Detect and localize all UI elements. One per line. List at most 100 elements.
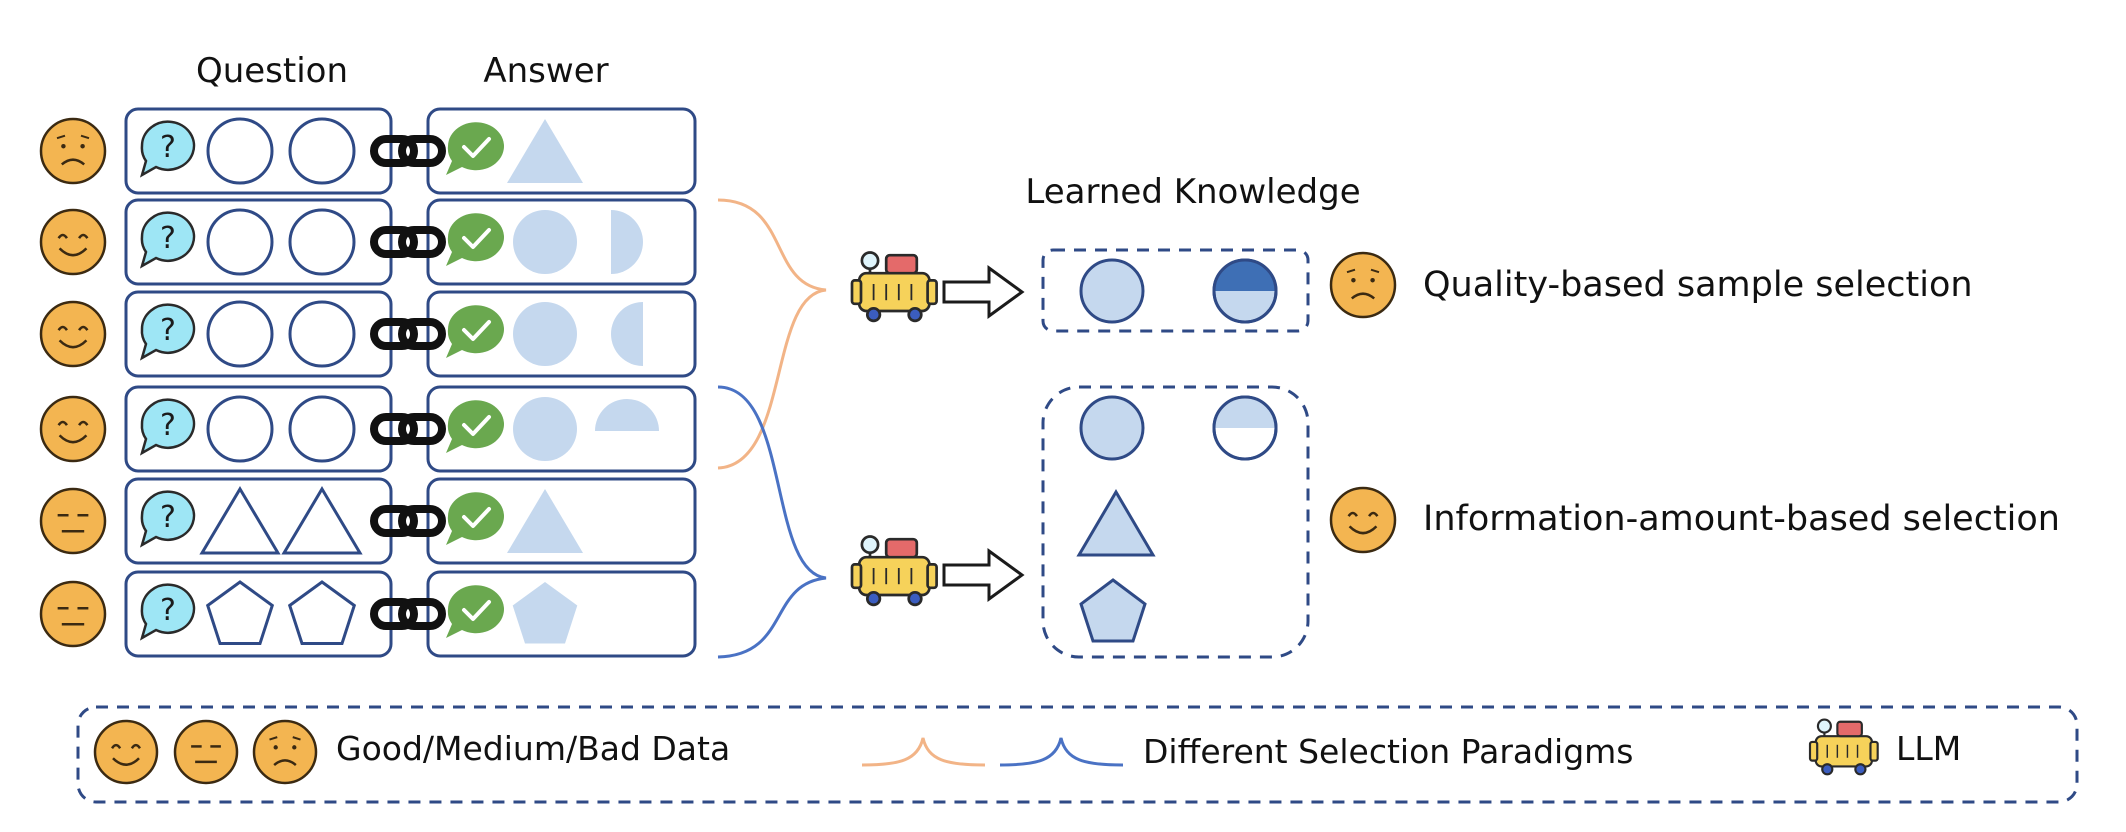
svg-text:?: ? [160,500,176,535]
qa-row: ? [39,570,697,658]
llm-robot-icon [1808,718,1879,776]
link-icon [370,226,446,258]
question-bubble-icon: ? [139,303,196,361]
knowledge-box-information [1041,385,1310,659]
check-bubble-icon [446,492,504,545]
question-bubble-icon: ? [139,120,196,178]
answer-box [426,290,697,378]
legend: Good/Medium/Bad Data Different Selection… [76,705,2079,804]
learned-knowledge-title: Learned Knowledge [1025,172,1360,212]
link-icon [370,318,446,350]
link-icon [370,413,446,445]
legend-blue-brace [999,737,1124,767]
orange-brace [717,198,827,470]
knowledge-half-filled-circle [1212,258,1278,324]
information-selection-label: Information-amount-based selection [1423,499,2060,539]
svg-text:?: ? [160,408,176,443]
question-bubble-icon: ? [139,211,196,269]
answer-box [426,477,697,565]
qa-row: ? [39,290,697,378]
answer-header: Answer [483,51,608,91]
bad-face-icon [39,117,107,185]
shape-circle [288,117,356,185]
svg-text:?: ? [160,593,176,628]
medium-face-icon [173,719,239,785]
knowledge-circle [1079,395,1145,461]
question-box [124,570,393,658]
question-bubble-icon: ? [139,490,196,548]
shape-circle [288,208,356,276]
link-icon [370,505,446,537]
shape-triangle [507,119,583,183]
knowledge-pentagon [1079,578,1147,643]
medium-face-icon [39,580,107,648]
qa-row: ? [39,198,697,286]
question-box [124,198,393,286]
shape-half-circle-right [611,210,643,274]
shape-half-circle-left [611,302,643,366]
arrow-icon [942,548,1025,602]
knowledge-triangle [1076,489,1156,557]
legend-data-label: Good/Medium/Bad Data [336,729,730,768]
good-face-icon [93,719,159,785]
answer-box [426,198,697,286]
qa-row: ? [39,385,697,473]
answer-box [426,107,697,195]
shape-circle [206,208,274,276]
svg-text:?: ? [160,130,176,165]
question-bubble-icon: ? [139,583,196,641]
good-face-icon [39,395,107,463]
link-icon [370,135,446,167]
knowledge-box-quality [1041,248,1310,333]
svg-text:?: ? [160,221,176,256]
question-header: Question [196,51,348,91]
question-box [124,477,393,565]
legend-llm-label: LLM [1896,729,1961,768]
check-bubble-icon [446,585,504,638]
medium-face-icon [39,487,107,555]
shape-triangle [507,489,583,553]
question-box [124,290,393,378]
knowledge-half-filled-circle-light [1212,395,1278,461]
llm-robot-icon [850,251,938,323]
blue-brace [717,385,827,659]
knowledge-circle [1079,258,1145,324]
shape-pentagon [205,580,275,645]
good-face-icon [39,300,107,368]
shape-half-circle-top [595,399,659,431]
shape-circle [206,300,274,368]
answer-box [426,570,697,658]
shape-triangle [281,486,363,555]
shape-circle [288,300,356,368]
check-bubble-icon [446,213,504,266]
check-bubble-icon [446,400,504,453]
legend-paradigm-label: Different Selection Paradigms [1143,732,1634,771]
shape-pentagon [287,580,357,645]
shape-circle [513,302,577,366]
question-box [124,107,393,195]
shape-triangle [199,486,281,555]
shape-circle [206,117,274,185]
shape-circle [288,395,356,463]
qa-rows: ?????? [39,107,697,658]
shape-circle [513,397,577,461]
legend-orange-brace [861,737,986,767]
shape-circle [513,210,577,274]
good-face-icon [39,208,107,276]
bad-face-icon [252,719,318,785]
llm-robot-icon [850,535,938,607]
svg-text:?: ? [160,313,176,348]
arrow-icon [942,265,1025,319]
question-bubble-icon: ? [139,398,196,456]
qa-row: ? [39,477,697,565]
check-bubble-icon [446,122,504,175]
shape-pentagon [512,582,578,644]
check-bubble-icon [446,305,504,358]
question-box [124,385,393,473]
quality-selection-label: Quality-based sample selection [1423,265,1973,305]
answer-box [426,385,697,473]
link-icon [370,598,446,630]
qa-row: ? [39,107,697,195]
shape-circle [206,395,274,463]
